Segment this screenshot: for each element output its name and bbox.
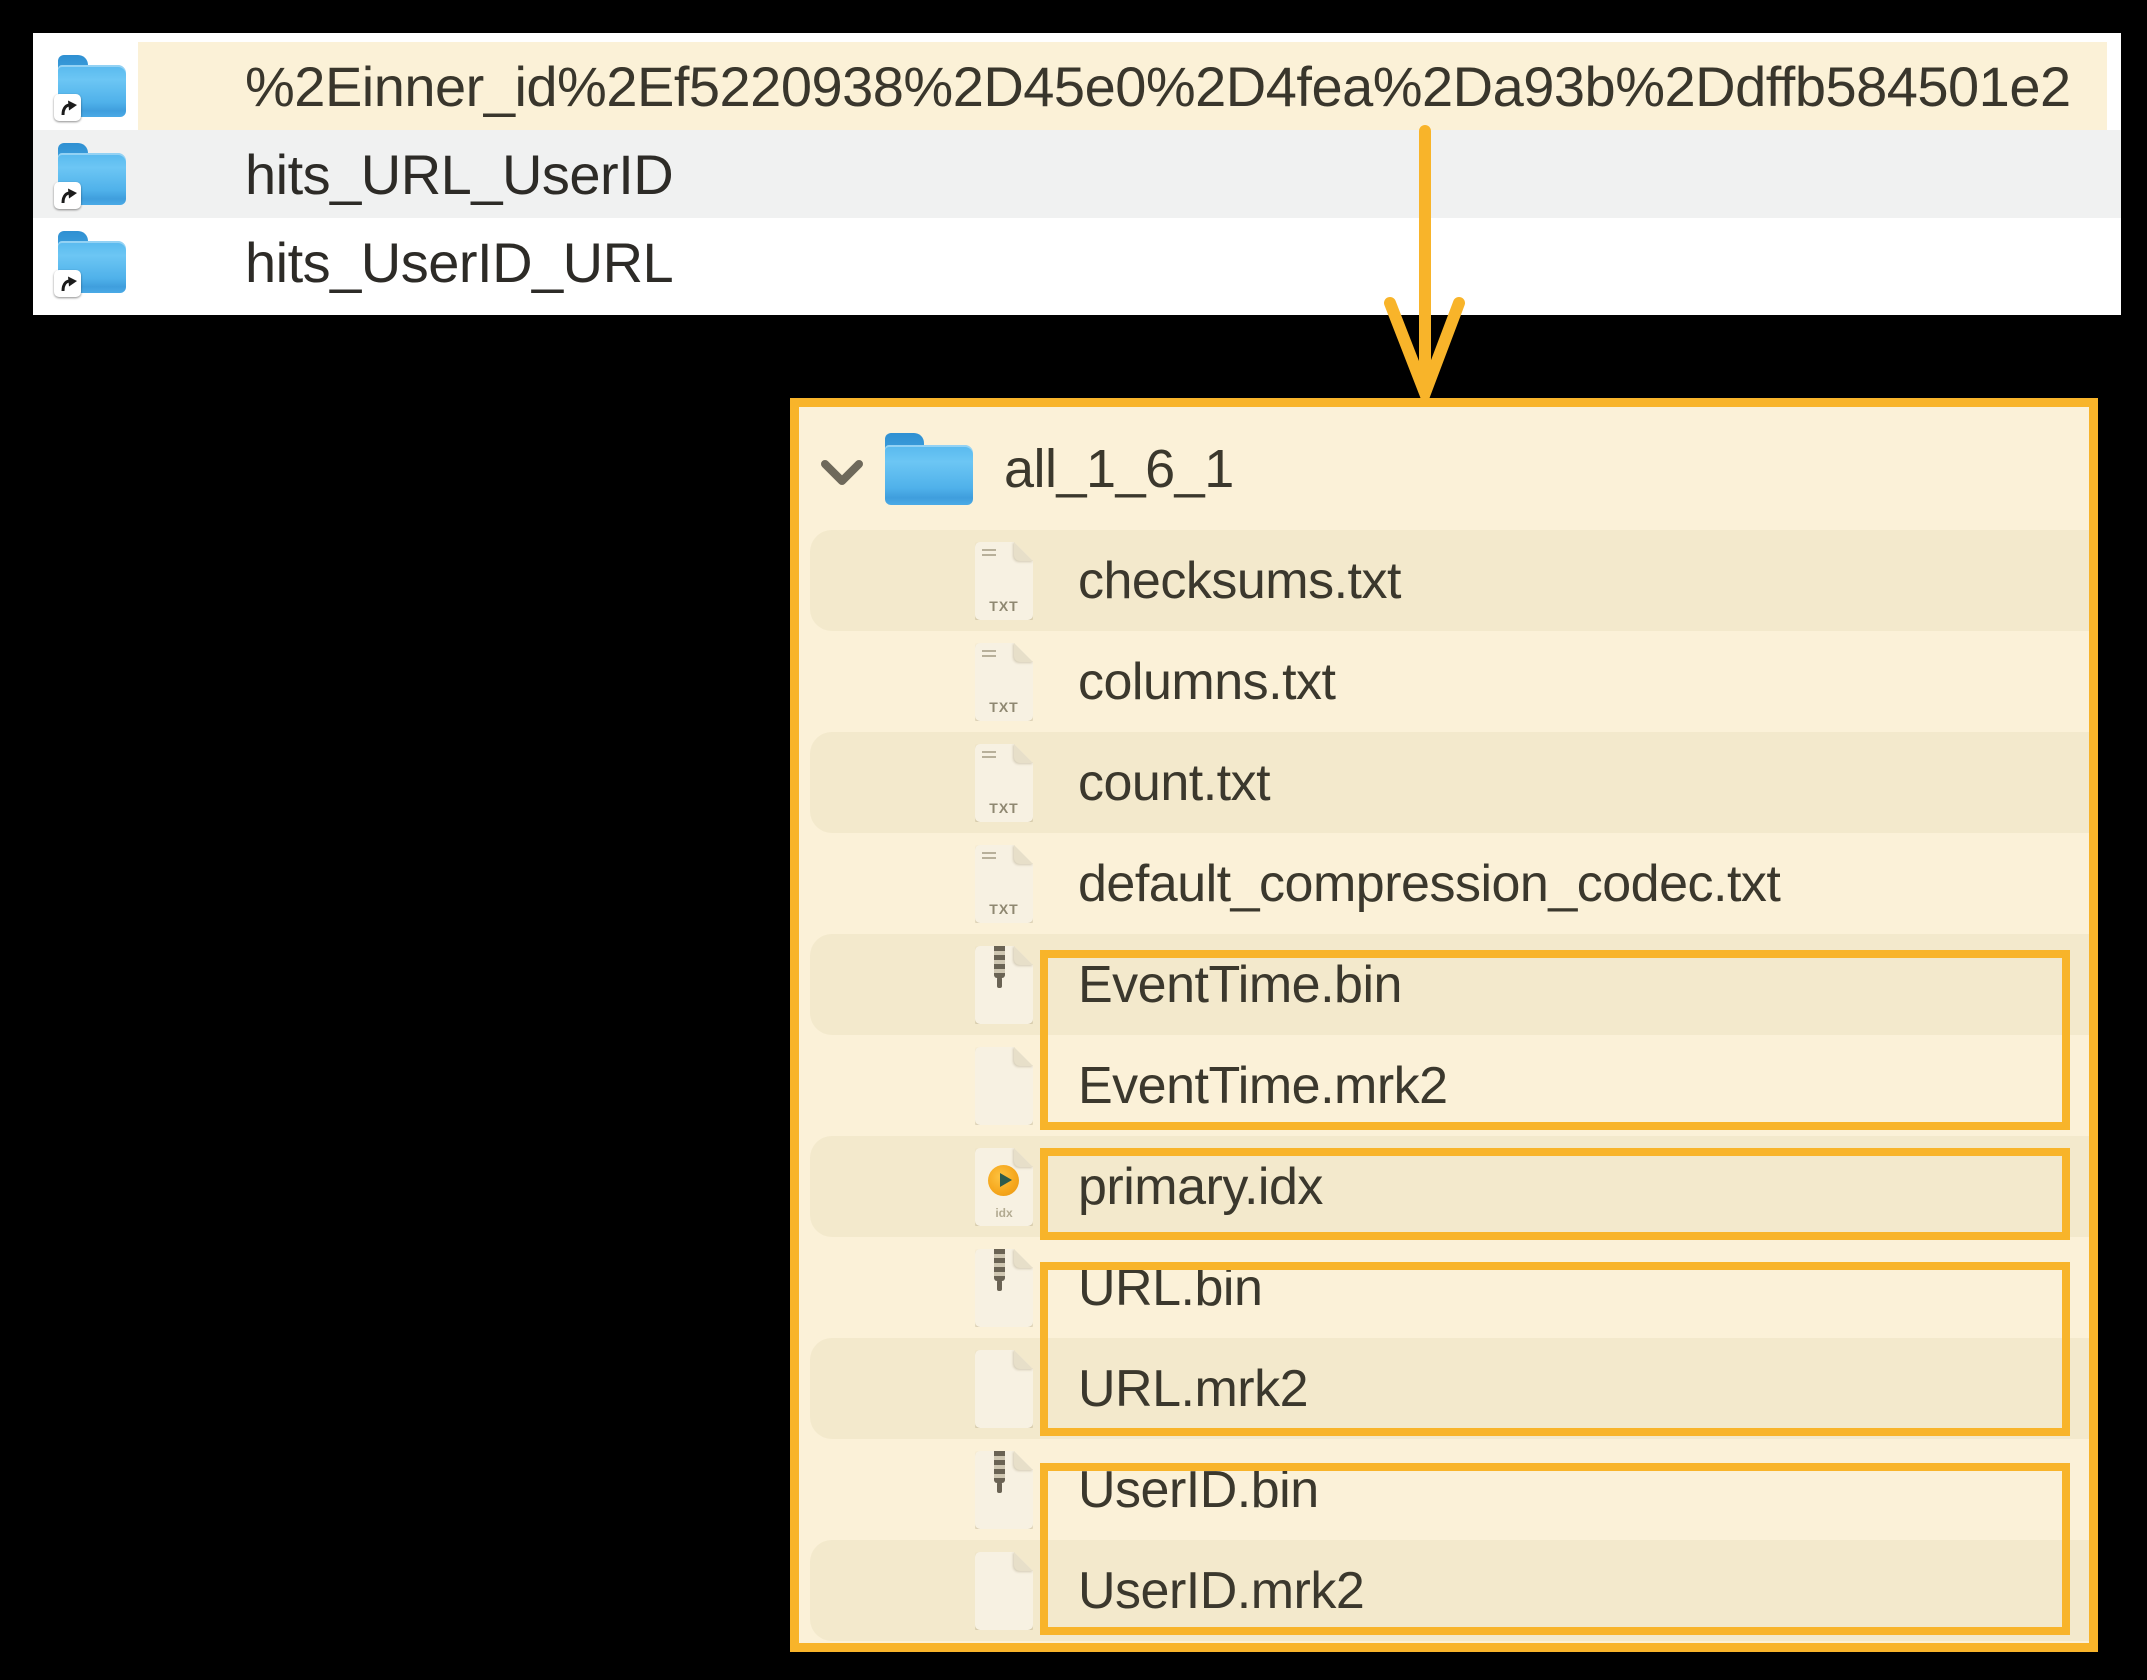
file-name: URL.mrk2 [1078, 1359, 1309, 1418]
mrk2-file-icon [975, 1047, 1033, 1125]
folder-name: hits_URL_UserID [245, 142, 674, 206]
annotation-arrow-down-icon [1384, 125, 1465, 405]
file-name: columns.txt [1078, 652, 1336, 711]
file-name: EventTime.mrk2 [1078, 1056, 1448, 1115]
annotation-box-url-files [1040, 1262, 2070, 1436]
part-folder-panel: all_1_6_1 checksums.txt columns.txt coun… [790, 398, 2098, 1652]
folder-alias-icon [54, 143, 126, 209]
mrk2-file-icon [975, 1350, 1033, 1428]
alias-arrow-badge-icon [54, 270, 81, 297]
annotation-box-eventtime-files [1040, 950, 2070, 1130]
folder-alias-icon [54, 231, 126, 297]
file-name: count.txt [1078, 753, 1271, 812]
list-item-hits-userid-url[interactable]: hits_UserID_URL [33, 218, 2121, 306]
file-name: primary.idx [1078, 1157, 1323, 1216]
txt-file-icon [975, 643, 1033, 721]
file-name: default_compression_codec.txt [1078, 854, 1781, 913]
list-item-inner-id-folder[interactable]: %2Einner_id%2Ef5220938%2D45e0%2D4fea%2Da… [33, 42, 2121, 130]
bin-file-icon [975, 946, 1033, 1024]
tree-row[interactable]: EventTime.mrk2 [799, 1035, 2089, 1136]
txt-file-icon [975, 542, 1033, 620]
annotation-box-userid-files [1040, 1463, 2070, 1635]
file-name: EventTime.bin [1078, 955, 1402, 1014]
tree-row[interactable]: checksums.txt [799, 530, 2089, 631]
tree-row[interactable]: columns.txt [799, 631, 2089, 732]
list-item-hits-url-userid[interactable]: hits_URL_UserID [33, 130, 2121, 218]
tree-row[interactable]: default_compression_codec.txt [799, 833, 2089, 934]
alias-arrow-badge-icon [54, 94, 81, 121]
txt-file-icon [975, 744, 1033, 822]
mrk2-file-icon [975, 1552, 1033, 1630]
idx-file-icon [975, 1148, 1033, 1226]
bin-file-icon [975, 1451, 1033, 1529]
tree-row[interactable]: UserID.mrk2 [799, 1540, 2089, 1641]
selection-highlight [138, 42, 2107, 130]
annotation-box-primary-idx [1040, 1148, 2070, 1240]
finder-list-panel: %2Einner_id%2Ef5220938%2D45e0%2D4fea%2Da… [33, 33, 2121, 315]
chevron-down-icon[interactable] [820, 459, 864, 487]
folder-alias-icon [54, 55, 126, 121]
tree-row-root-folder[interactable]: all_1_6_1 [799, 407, 2089, 530]
folder-name: hits_UserID_URL [245, 230, 674, 294]
folder-icon [885, 433, 973, 505]
bin-file-icon [975, 1249, 1033, 1327]
alias-arrow-badge-icon [54, 182, 81, 209]
part-folder-name: all_1_6_1 [1004, 438, 1234, 499]
file-name: checksums.txt [1078, 551, 1401, 610]
file-name: UserID.mrk2 [1078, 1561, 1365, 1620]
folder-name: %2Einner_id%2Ef5220938%2D45e0%2D4fea%2Da… [245, 54, 2071, 118]
tree-row[interactable]: count.txt [799, 732, 2089, 833]
txt-file-icon [975, 845, 1033, 923]
tree-row[interactable]: URL.mrk2 [799, 1338, 2089, 1439]
